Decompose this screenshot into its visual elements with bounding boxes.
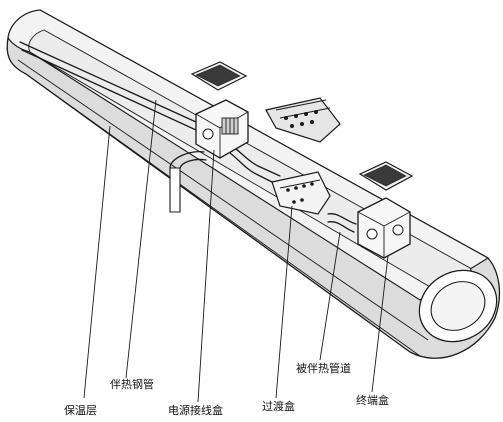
label-insulation-layer: 保温层 — [64, 403, 97, 417]
insulated-pipe — [6, 9, 501, 359]
tracing-tube-segment-c — [327, 213, 357, 233]
label-transition-box: 过渡盒 — [262, 399, 295, 413]
label-traced-pipeline: 被伴热管道 — [296, 361, 351, 375]
supply-branch-pipe — [169, 167, 181, 213]
label-power-junction-box: 电源接线盒 — [168, 403, 223, 417]
pipe-shading-line-1 — [25, 73, 421, 357]
leader-tracing-pipe — [125, 99, 157, 379]
supply-branch-elbow — [169, 151, 207, 169]
leader-end-box — [371, 255, 389, 393]
transition-box-exploded — [265, 97, 341, 143]
heat-tracing-tube — [19, 41, 357, 233]
leader-lines — [83, 99, 389, 403]
label-end-box: 终端盒 — [356, 393, 389, 407]
junction-box-lid — [190, 61, 248, 91]
leader-insulation — [83, 125, 111, 399]
junction-box-edge — [195, 111, 249, 158]
tracing-tube-segment-a — [19, 41, 197, 131]
junction-cable-gland — [202, 128, 214, 140]
leader-transition-box — [275, 205, 293, 399]
pipe-end-inner — [430, 281, 486, 331]
label-heat-tracing-pipe: 伴热钢管 — [110, 377, 154, 391]
leader-traced-pipeline — [319, 231, 341, 361]
end-box-lid — [358, 161, 414, 191]
leader-junction-box — [197, 149, 215, 403]
transition-box — [271, 171, 331, 215]
carrier-pipe-surface — [28, 29, 476, 309]
junction-terminal-ridges — [225, 118, 235, 134]
power-junction-box — [195, 99, 249, 159]
end-box — [357, 197, 411, 259]
pipe-shading-line-2 — [17, 59, 429, 341]
